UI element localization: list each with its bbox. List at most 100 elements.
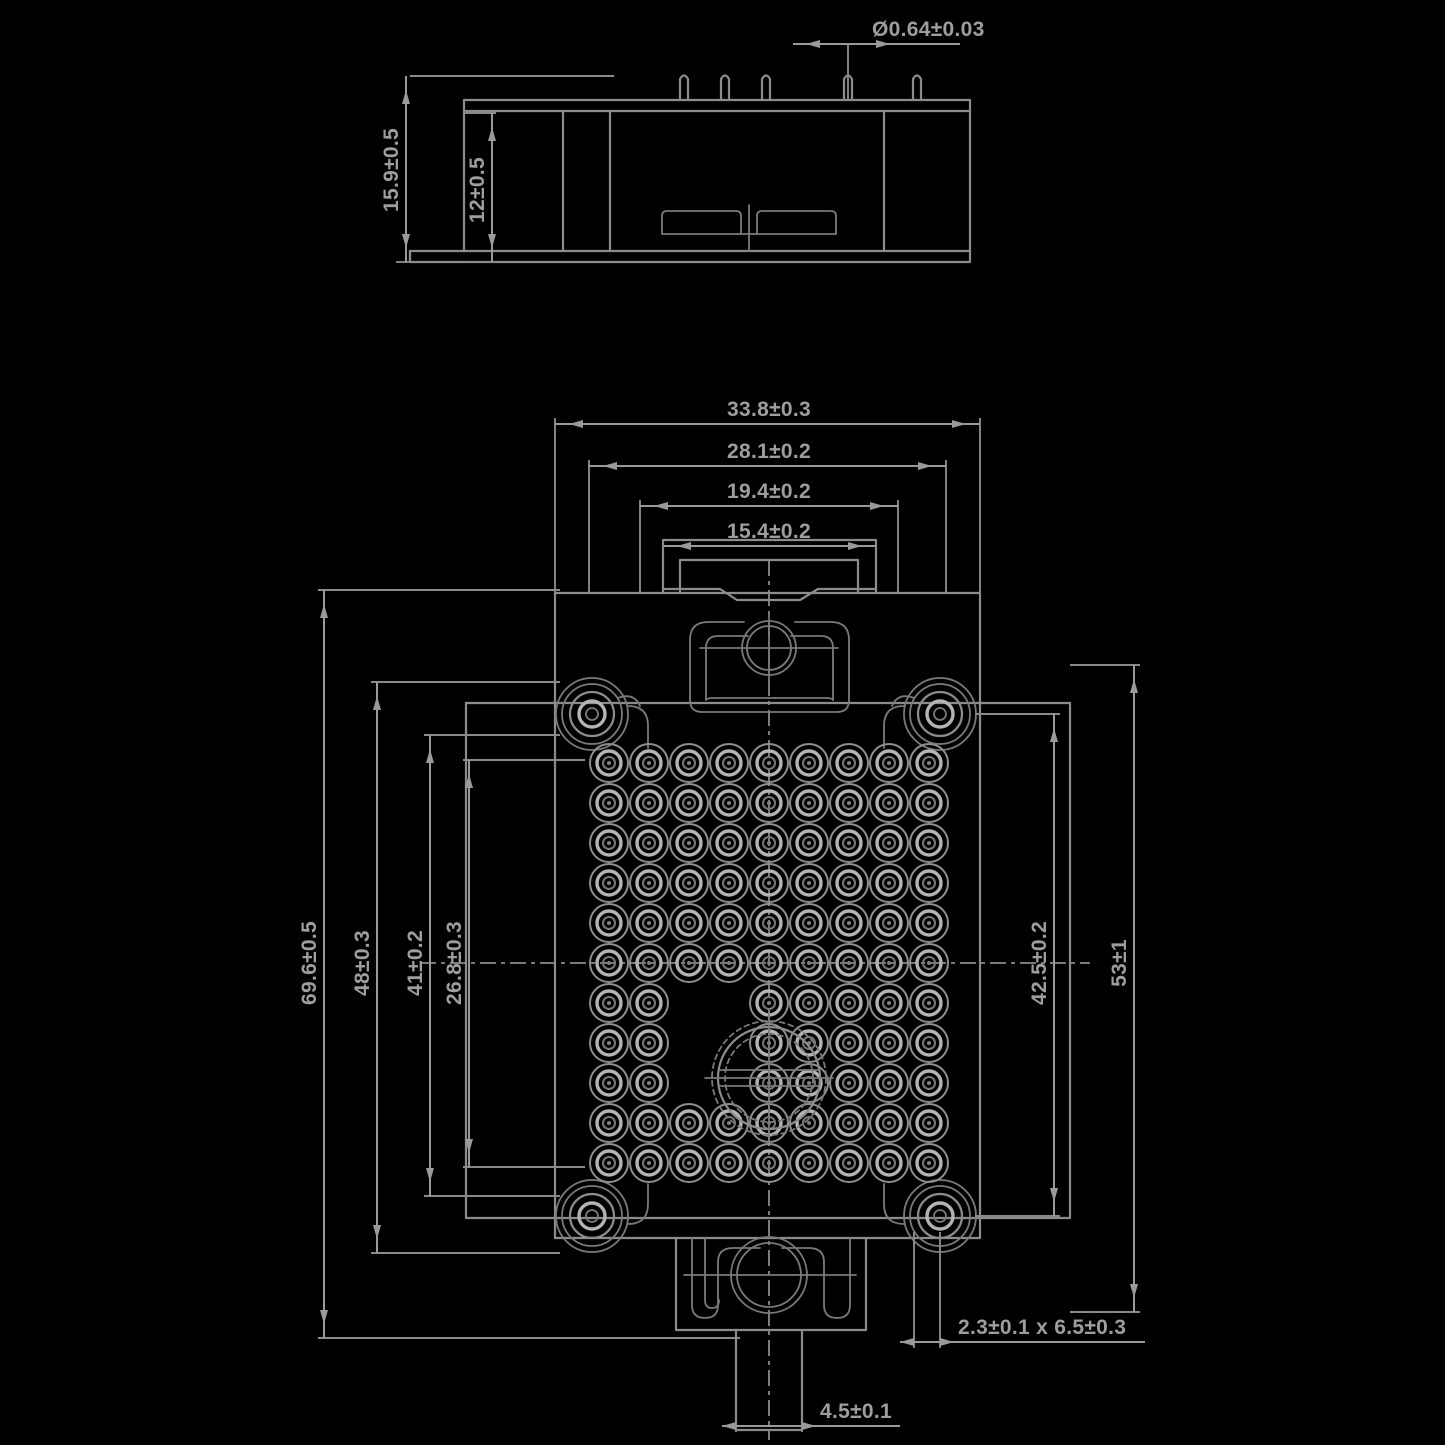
pin-center-dot — [687, 961, 691, 965]
pin-r5-c9 — [909, 903, 949, 943]
pin-center-dot — [847, 1001, 851, 1005]
pin-r4-c9 — [909, 863, 949, 903]
pin-center-dot — [927, 1001, 931, 1005]
pin-r3-c6 — [789, 823, 829, 863]
pin-center-dot — [807, 841, 811, 845]
pin-r5-c2 — [629, 903, 669, 943]
pin-r6-c5 — [749, 943, 789, 983]
pin-r7-c1 — [589, 983, 629, 1023]
pin-center-dot — [607, 801, 611, 805]
corner-boss-top-left — [555, 677, 649, 751]
pin-center-dot — [727, 761, 731, 765]
pin-center-dot — [687, 801, 691, 805]
pin-center-dot — [887, 961, 891, 965]
pin-center-dot — [847, 961, 851, 965]
pin-r7-c6 — [789, 983, 829, 1023]
plan-view-top-dimensions: 33.8±0.3 28.1±0.2 — [554, 398, 981, 593]
dim-label-sv-h2: 12±0.5 — [466, 157, 489, 223]
pin-center-dot — [927, 961, 931, 965]
pin-center-dot — [607, 881, 611, 885]
pin-r10-c4 — [709, 1103, 749, 1143]
pin-r11-c8 — [869, 1143, 909, 1183]
pin-center-dot — [887, 1121, 891, 1125]
pin-center-dot — [607, 1001, 611, 1005]
pin-r9-c2 — [629, 1063, 669, 1103]
pin-r10-c2 — [629, 1103, 669, 1143]
pin-center-dot — [887, 1001, 891, 1005]
pin-center-dot — [767, 881, 771, 885]
pin-center-dot — [647, 1041, 651, 1045]
pin-center-dot — [887, 761, 891, 765]
pin-center-dot — [927, 921, 931, 925]
pin-center-dot — [647, 1121, 651, 1125]
pin-center-dot — [607, 1041, 611, 1045]
dim-pin-field-length: 26.8±0.3 — [443, 759, 585, 1168]
center-through-hole — [704, 1013, 834, 1143]
dim-flange-length: 53±1 — [1070, 664, 1140, 1313]
pin-r7-c7 — [829, 983, 869, 1023]
side-view-dim-overall-height: 15.9±0.5 — [380, 75, 614, 263]
pin-center-dot — [647, 1161, 651, 1165]
pin-center-dot — [767, 801, 771, 805]
pin-r7-c8 — [869, 983, 909, 1023]
dim-label-pv-b1: 2.3±0.1 x 6.5±0.3 — [958, 1316, 1126, 1339]
pin-r6-c8 — [869, 943, 909, 983]
pin-r1-c3 — [669, 743, 709, 783]
pin-r11-c2 — [629, 1143, 669, 1183]
pin-center-dot — [887, 881, 891, 885]
dim-label-pv-w2: 28.1±0.2 — [727, 440, 811, 463]
pin-r5-c4 — [709, 903, 749, 943]
dim-keying-tab-outer-width: 19.4±0.2 — [639, 480, 899, 593]
pin-center-dot — [927, 761, 931, 765]
pin-center-dot — [847, 801, 851, 805]
pin-center-dot — [847, 761, 851, 765]
plan-view-right-dimensions: 42.5±0.2 53±1 — [975, 664, 1140, 1313]
pin-r1-c9 — [909, 743, 949, 783]
pin-center-dot — [727, 801, 731, 805]
pin-r9-c9 — [909, 1063, 949, 1103]
pin-r3-c2 — [629, 823, 669, 863]
pin-r11-c4 — [709, 1143, 749, 1183]
pin-r6-c3 — [669, 943, 709, 983]
pin-center-dot — [727, 921, 731, 925]
pin-center-dot — [807, 1001, 811, 1005]
pin-r6-c7 — [829, 943, 869, 983]
pin-center-dot — [607, 761, 611, 765]
pin-r4-c8 — [869, 863, 909, 903]
pin-r9-c8 — [869, 1063, 909, 1103]
side-elevation-view: Ø0.64±0.03 15.9±0.5 12±0.5 — [380, 18, 984, 264]
pin-center-dot — [927, 1081, 931, 1085]
side-view-dim-body-height: 12±0.5 — [464, 112, 496, 263]
pin-r7-c9 — [909, 983, 949, 1023]
pin-center-dot — [607, 1161, 611, 1165]
pin-center-dot — [847, 881, 851, 885]
dim-body-length: 41±0.2 — [404, 734, 560, 1197]
top-keying-tab — [661, 538, 878, 713]
plan-view-outer-flange — [464, 701, 1072, 1220]
pin-r5-c7 — [829, 903, 869, 943]
pin-center-dot — [647, 801, 651, 805]
pin-center-dot — [847, 841, 851, 845]
pin-center-dot — [887, 841, 891, 845]
pin-center-dot — [887, 1041, 891, 1045]
pin-center-dot — [607, 841, 611, 845]
pin-center-dot — [607, 961, 611, 965]
pin-r10-c3 — [669, 1103, 709, 1143]
pin-center-dot — [807, 1121, 811, 1125]
pin-center-dot — [687, 921, 691, 925]
pin-r8-c9 — [909, 1023, 949, 1063]
dim-tab-width: 4.5±0.1 — [722, 1400, 900, 1432]
pin-r4-c7 — [829, 863, 869, 903]
pin-center-dot — [927, 841, 931, 845]
pin-center-dot — [727, 961, 731, 965]
pin-r11-c3 — [669, 1143, 709, 1183]
dim-mounting-boss-span: 48±0.3 — [351, 681, 560, 1254]
pin-center-dot — [687, 761, 691, 765]
pin-r3-c1 — [589, 823, 629, 863]
pin-r6-c2 — [629, 943, 669, 983]
pin-center-dot — [807, 921, 811, 925]
pin-center-dot — [647, 881, 651, 885]
pin-center-dot — [687, 1161, 691, 1165]
dim-label-pv-l2: 48±0.3 — [351, 930, 374, 996]
